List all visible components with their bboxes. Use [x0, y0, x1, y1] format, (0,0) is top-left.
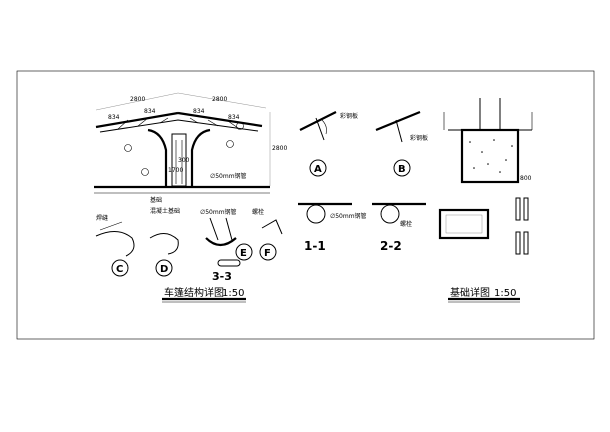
- roof-right: [177, 111, 263, 128]
- dim-foundation: 800: [520, 175, 532, 182]
- pipe-note-3: ∅50mm钢管: [330, 212, 367, 220]
- callout-A: [309, 159, 327, 177]
- bolt-note: 螺栓: [252, 208, 264, 216]
- foundation-block: [460, 128, 520, 184]
- weld-note: 焊缝: [96, 214, 108, 222]
- callout-F: [259, 243, 277, 261]
- foundation-scale: 1:50: [494, 288, 516, 299]
- sheet-note-b: 彩钢板: [410, 134, 428, 142]
- column-left: [147, 128, 168, 186]
- callout-D: [155, 259, 173, 277]
- svg-text:F: F: [264, 248, 271, 259]
- callout-B: [393, 159, 411, 177]
- dim-seg-3: 834: [193, 108, 205, 115]
- svg-text:E: E: [240, 248, 247, 259]
- canopy-scale: 1:50: [222, 288, 244, 299]
- foundation-plan: [438, 208, 490, 240]
- svg-text:A: A: [314, 164, 322, 175]
- callout-C: [111, 259, 129, 277]
- callout-E: [235, 243, 253, 261]
- foundation-title: 基础详图: [450, 286, 490, 299]
- svg-text:C: C: [116, 264, 123, 275]
- foundation-section: 800: [438, 98, 533, 255]
- section-1-1: 1-1: [304, 239, 326, 253]
- dim-left-span: 2800: [130, 96, 145, 103]
- details-lower-left: C D E F 3-3 ∅50mm钢管 焊缝 螺栓: [95, 208, 283, 283]
- dim-seg-1: 834: [108, 114, 120, 121]
- sheet-note-a: 彩钢板: [340, 112, 358, 120]
- svg-text:B: B: [398, 164, 406, 175]
- dim-col2: 300: [178, 157, 190, 164]
- details-middle: 彩钢板 A 彩钢板 B ∅50mm钢管 1-1 螺栓 2-2: [298, 110, 428, 253]
- sheet-border: [16, 70, 595, 340]
- bolt-note-2: 螺栓: [400, 220, 412, 228]
- concrete-note: 混凝土基础: [150, 207, 180, 215]
- canopy-title: 车篷结构详图: [164, 286, 224, 299]
- column-right: [190, 128, 211, 186]
- dim-right-span: 2800: [212, 96, 227, 103]
- dim-seg-2: 834: [144, 108, 156, 115]
- pipe-note: ∅50mm钢管: [210, 172, 247, 180]
- section-2-2: 2-2: [380, 239, 402, 253]
- section-3-3: 3-3: [212, 270, 232, 283]
- pipe-note-2: ∅50mm钢管: [200, 208, 237, 216]
- canopy-elevation: 2800 2800 834 834 834 834 1700 300 2800 …: [94, 92, 287, 215]
- dim-col1: 1700: [168, 167, 183, 174]
- ground-note: 基础: [150, 196, 162, 204]
- dim-seg-4: 834: [228, 114, 240, 121]
- svg-text:D: D: [160, 264, 168, 275]
- dim-height: 2800: [272, 145, 287, 152]
- roof-left: [95, 111, 179, 129]
